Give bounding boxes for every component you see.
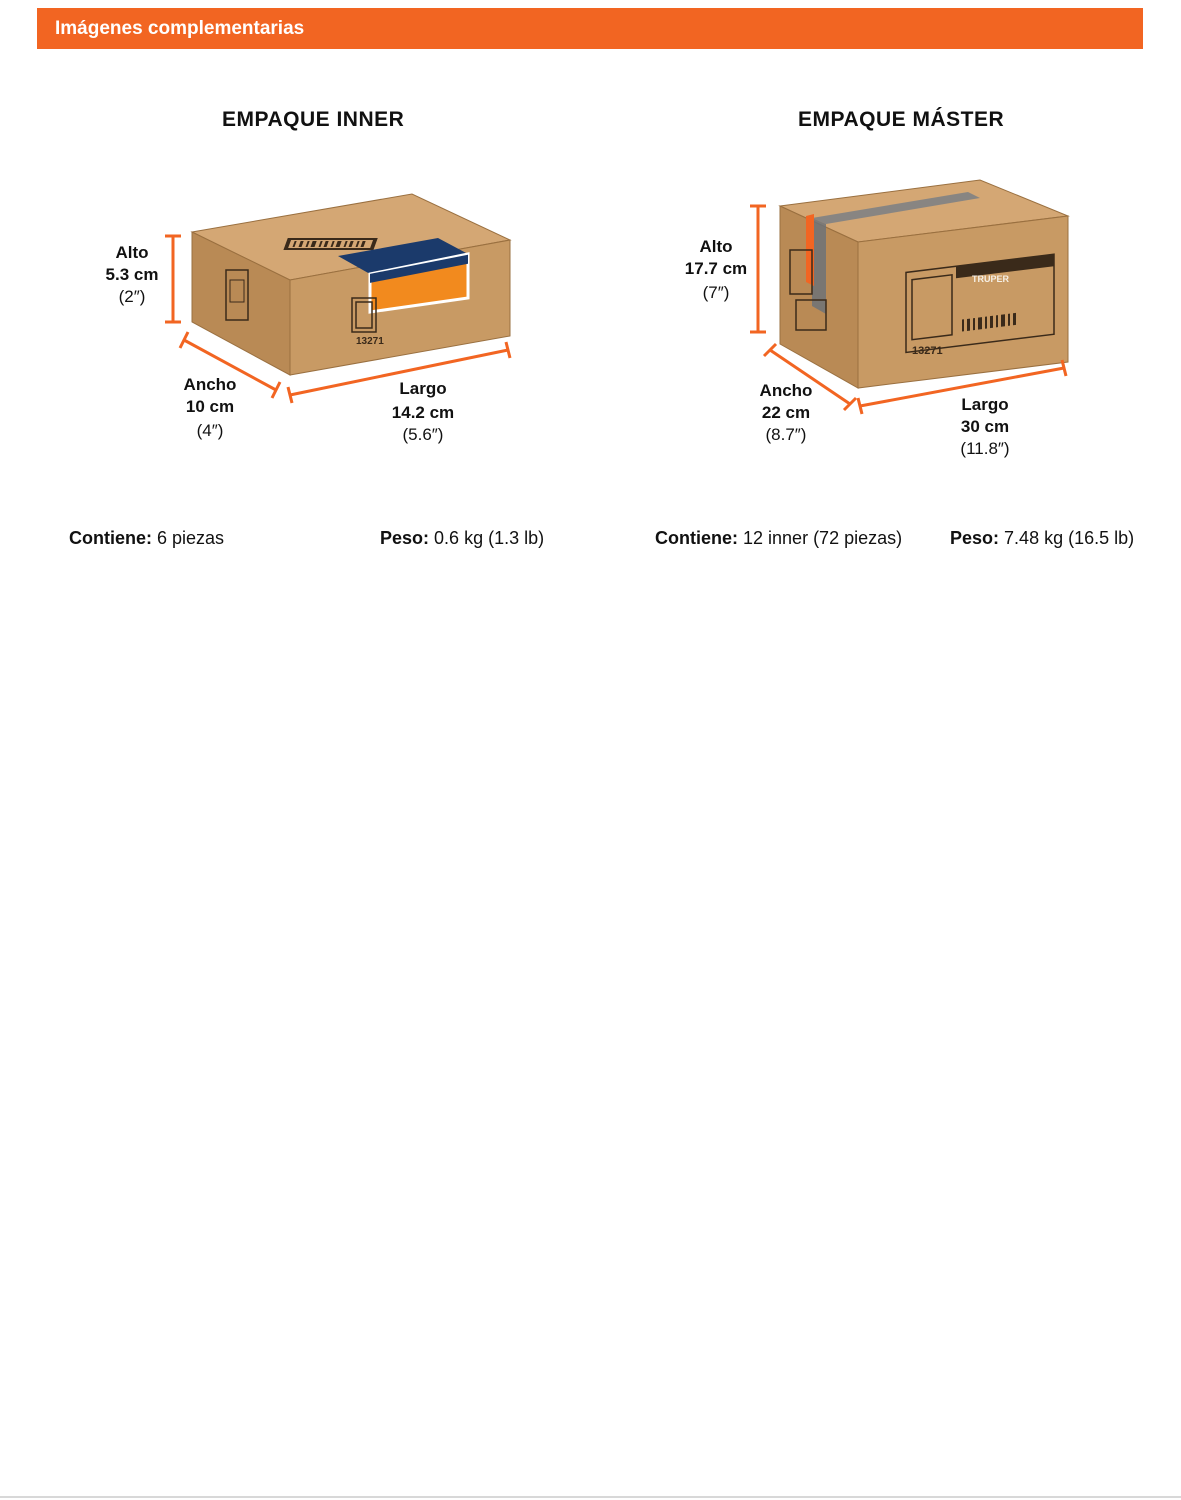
product-label-sticker: [338, 238, 470, 314]
inner-dimension-lines: [165, 234, 512, 404]
inner-contains: Contiene: 6 piezas: [69, 528, 225, 548]
master-dimension-lines: [750, 204, 1068, 415]
inner-package-panel: EMPAQUE INNER: [40, 100, 600, 580]
master-contains: Contiene: 12 inner (72 piezas): [655, 528, 903, 548]
box-print-marks: [351, 297, 377, 333]
master-box-code: 13271: [912, 345, 943, 357]
inner-box-illustration: 13271: [165, 193, 512, 404]
page-bottom-divider: [0, 1496, 1181, 1498]
inner-box-code: 13271: [356, 336, 384, 347]
inner-title: EMPAQUE INNER: [222, 108, 405, 131]
inner-height-label: Alto 5.3 cm (2″): [105, 243, 159, 306]
packing-tape: [806, 192, 980, 314]
master-width-label: Ancho 22 cm (8.7″): [759, 381, 813, 444]
master-height-label: Alto 17.7 cm (7″): [684, 237, 748, 302]
inner-width-label: Ancho 10 cm (4″): [183, 375, 237, 440]
barcode-icon: [962, 312, 1016, 332]
section-header: Imágenes complementarias: [37, 8, 1143, 49]
side-print-marks: [789, 249, 827, 331]
master-length-label: Largo 30 cm (11.8″): [960, 395, 1010, 458]
master-box-illustration: TRUPER 13271: [750, 179, 1070, 415]
side-print-marks: [225, 269, 249, 321]
inner-weight: Peso: 0.6 kg (1.3 lb): [380, 528, 545, 548]
master-brand-text: TRUPER: [972, 274, 1010, 284]
master-box-print: [905, 253, 1055, 354]
master-weight: Peso: 7.48 kg (16.5 lb): [950, 528, 1135, 548]
barcode-icon: [283, 238, 378, 250]
master-title: EMPAQUE MÁSTER: [798, 108, 1005, 131]
master-package-panel: EMPAQUE MÁSTER TRUPER 13271: [600, 100, 1160, 580]
inner-length-label: Largo 14.2 cm (5.6″): [391, 379, 455, 444]
